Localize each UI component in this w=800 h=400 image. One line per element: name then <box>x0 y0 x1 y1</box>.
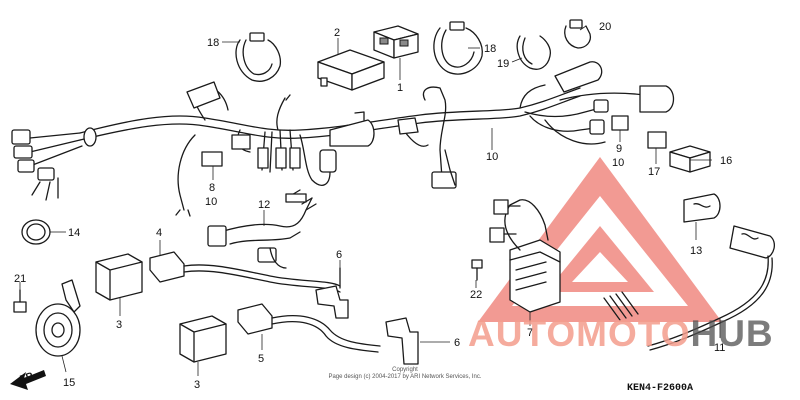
part-2-unit <box>317 49 385 91</box>
callout-14: 14 <box>68 227 80 239</box>
part-3-cap-upper <box>95 253 143 301</box>
copyright-line-1: Copyright <box>392 367 418 373</box>
callout-3-lower: 3 <box>194 379 200 391</box>
diagram-code: KEN4-F2600A <box>627 383 694 394</box>
part-3-cap-lower <box>179 315 227 363</box>
callout-7: 7 <box>527 327 533 339</box>
callout-numbers: 18 2 1 18 19 20 8 10 10 9 10 17 16 12 4 … <box>14 21 732 391</box>
leader-lines <box>19 25 721 376</box>
callout-8: 8 <box>209 182 215 194</box>
part-4-coil <box>149 251 341 293</box>
part-7-regulator <box>489 199 561 313</box>
watermark-text: AUTOMOTOHUB <box>468 314 774 354</box>
band-14 <box>21 219 51 245</box>
callout-1: 1 <box>397 82 403 94</box>
part-15-horn <box>35 279 81 357</box>
callout-4: 4 <box>156 227 162 239</box>
part-17-connector <box>647 131 667 149</box>
callout-2: 2 <box>334 27 340 39</box>
part-8-connector <box>201 151 223 167</box>
band-18-left <box>235 32 282 82</box>
callout-16: 16 <box>720 155 732 167</box>
copyright-line-2: Page design (c) 2004-2017 by ARI Network… <box>328 374 482 380</box>
callout-10-center: 10 <box>486 151 498 163</box>
callout-22: 22 <box>470 289 482 301</box>
part-22-bolt <box>471 259 483 281</box>
part-6-plug-cap-upper <box>315 267 349 319</box>
part-11-sensor <box>603 225 776 351</box>
wire-harness <box>11 61 675 217</box>
callout-6-lower: 6 <box>454 337 460 349</box>
callout-18-left: 18 <box>207 37 219 49</box>
callout-19: 19 <box>497 58 509 70</box>
part-1-relay <box>373 25 419 59</box>
callout-6-upper: 6 <box>336 249 342 261</box>
callout-18-right: 18 <box>484 43 496 55</box>
front-arrow-icon <box>10 370 46 390</box>
callout-13: 13 <box>690 245 702 257</box>
callout-12: 12 <box>258 199 270 211</box>
watermark-word-2: MOTO <box>576 313 691 354</box>
part-21-bolt <box>13 289 27 313</box>
part-13-sensor <box>683 193 721 223</box>
part-16-relay <box>669 145 711 173</box>
part-5-coil <box>237 303 381 353</box>
callout-11: 11 <box>714 342 725 354</box>
part-6-plug-cap-lower <box>385 317 419 365</box>
part-9-connector <box>611 115 629 131</box>
callout-10-left: 10 <box>205 196 217 208</box>
part-12-harness <box>207 189 317 269</box>
band-20 <box>564 19 592 49</box>
callout-17: 17 <box>648 166 660 178</box>
callout-21: 21 <box>14 273 26 285</box>
band-18-right <box>433 21 483 75</box>
watermark-word-3: HUB <box>690 313 774 354</box>
callout-10-right: 10 <box>612 157 624 169</box>
callout-20: 20 <box>599 21 611 33</box>
callout-3-upper: 3 <box>116 319 122 331</box>
watermark-word-1: AUTO <box>468 313 577 354</box>
callout-9: 9 <box>616 143 622 155</box>
band-19 <box>516 35 552 70</box>
callout-5: 5 <box>258 353 264 365</box>
callout-15: 15 <box>63 377 75 389</box>
